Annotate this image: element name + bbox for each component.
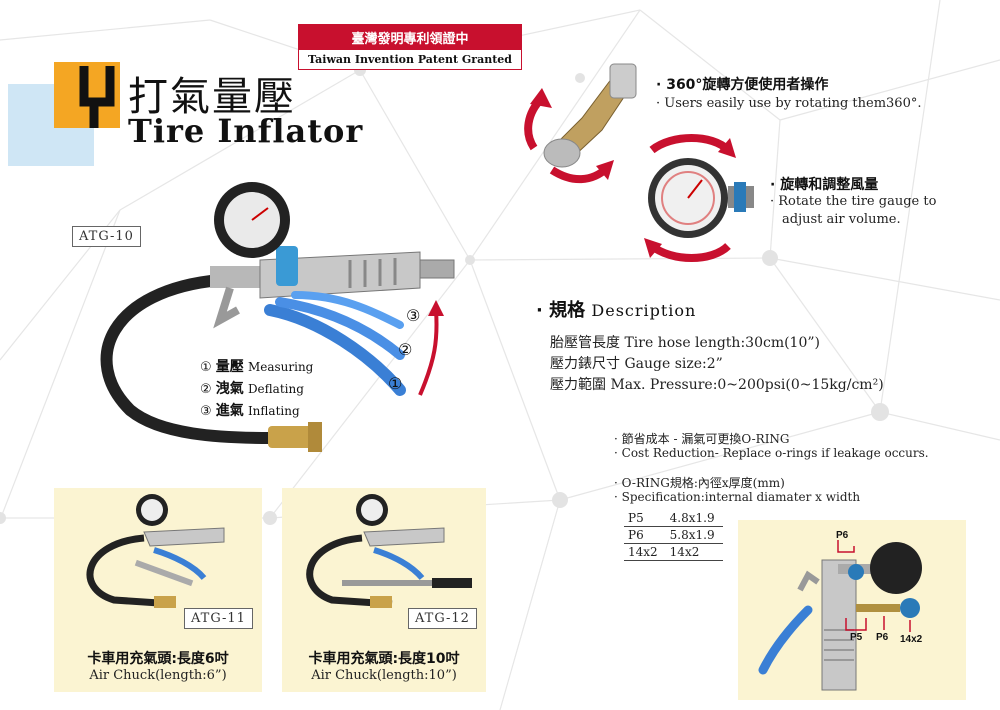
function-en: Measuring <box>247 360 314 374</box>
variant-card-atg-11: ATG-11 卡車用充氣頭:長度6吋 Air Chuck(length:6”) <box>54 488 262 692</box>
variant-title-en: Air Chuck(length:10”) <box>311 668 457 683</box>
spec-heading-en: Description <box>591 301 697 320</box>
rotating-gauge-illustration <box>644 134 754 262</box>
function-en: Deflating <box>247 382 304 396</box>
function-en: Inflating <box>247 404 300 418</box>
variant-title-zh: 卡車用充氣頭:長度10吋 <box>308 651 460 667</box>
rotating-head-illustration <box>524 63 637 184</box>
function-number: ② <box>200 382 212 397</box>
lever-number-2: ② <box>398 340 413 359</box>
spec-hose-length: 胎壓管長度 Tire hose length:30cm(10”) <box>550 335 820 351</box>
table-cell: 14x2 <box>624 543 666 561</box>
table-cell: P5 <box>624 510 666 527</box>
variant-model-tag: ATG-12 <box>408 608 477 629</box>
note-cost-zh-text: 節省成本 - 漏氣可更換O-RING <box>621 432 790 446</box>
note-oring-zh: · O-RING規格:內徑x厚度(mm) <box>614 476 785 490</box>
table-cell: 14x2 <box>665 543 723 561</box>
feature-adjust-en-1-text: Rotate the tire gauge to <box>778 194 937 209</box>
function-number: ③ <box>200 404 212 419</box>
oring-diagram-panel: P6 P5 P6 14x2 <box>738 520 966 700</box>
main-model-tag: ATG-10 <box>72 226 141 247</box>
table-cell: 5.8x1.9 <box>665 526 723 544</box>
note-cost-en: · Cost Reduction- Replace o-rings if lea… <box>614 446 929 460</box>
patent-badge-zh: 臺灣發明專利領證中 <box>299 25 521 50</box>
diagram-label-p6-top: P6 <box>836 530 849 541</box>
feature-adjust-zh-text: 旋轉和調整風量 <box>780 177 879 193</box>
feature-adjust-en-2: adjust air volume. <box>782 212 901 227</box>
oring-diagram-illustration <box>758 540 922 691</box>
spec-heading-zh: 規格 <box>549 300 586 321</box>
feature-adjust-zh: · 旋轉和調整風量 <box>770 177 879 193</box>
variant-title-zh: 卡車用充氣頭:長度6吋 <box>87 651 229 667</box>
note-oring-en: · Specification:internal diamater x widt… <box>614 490 861 504</box>
feature-rotate-zh: · 360°旋轉方便使用者操作 <box>656 77 829 93</box>
page-title-en: Tire Inflator <box>128 112 364 150</box>
table-cell: P6 <box>624 526 666 544</box>
function-number: ① <box>200 360 212 375</box>
function-inflating: ③ 進氣 Inflating <box>200 400 300 420</box>
table-cell: 4.8x1.9 <box>665 510 723 527</box>
function-zh: 量壓 <box>215 359 244 375</box>
lever-number-3: ③ <box>406 306 421 325</box>
note-oring-zh-text: O-RING規格:內徑x厚度(mm) <box>621 476 785 490</box>
feature-adjust-en-1: · Rotate the tire gauge to <box>770 194 937 209</box>
title-logo-icon <box>79 66 115 128</box>
note-oring-en-text: Specification:internal diamater x width <box>621 490 861 504</box>
function-zh: 洩氣 <box>215 381 244 397</box>
tire-inflator-illustration <box>100 182 455 452</box>
lever-number-1: ① <box>388 374 403 393</box>
feature-rotate-zh-text: 360°旋轉方便使用者操作 <box>666 77 829 93</box>
diagram-label-p5: P5 <box>850 632 863 643</box>
diagram-label-size: 14x2 <box>900 634 923 645</box>
variant-card-atg-12: ATG-12 卡車用充氣頭:長度10吋 Air Chuck(length:10”… <box>282 488 486 692</box>
function-measuring: ① 量壓 Measuring <box>200 356 313 376</box>
spec-heading: · 規格 Description <box>536 300 697 321</box>
feature-rotate-en-text: Users easily use by rotating them360°. <box>664 96 922 111</box>
title-orange-block <box>54 62 120 128</box>
feature-rotate-en: · Users easily use by rotating them360°. <box>656 96 922 111</box>
variant-model-tag: ATG-11 <box>184 608 253 629</box>
note-cost-en-text: Cost Reduction- Replace o-rings if leaka… <box>621 446 929 460</box>
patent-badge: 臺灣發明專利領證中 Taiwan Invention Patent Grante… <box>298 24 522 70</box>
variant-atg-11-illustration <box>86 494 225 608</box>
variant-title-en: Air Chuck(length:6”) <box>89 668 227 683</box>
variant-atg-12-illustration <box>306 494 472 608</box>
note-cost-zh: · 節省成本 - 漏氣可更換O-RING <box>614 432 790 446</box>
function-deflating: ② 洩氣 Deflating <box>200 378 304 398</box>
diagram-label-p6: P6 <box>876 632 889 643</box>
function-zh: 進氣 <box>215 403 244 419</box>
spec-gauge-size: 壓力錶尺寸 Gauge size:2” <box>550 356 723 372</box>
spec-max-pressure: 壓力範圍 Max. Pressure:0~200psi(0~15kg/cm²) <box>550 377 884 393</box>
patent-badge-en: Taiwan Invention Patent Granted <box>308 53 512 66</box>
page-title-zh: 打氣量壓 <box>128 74 296 120</box>
